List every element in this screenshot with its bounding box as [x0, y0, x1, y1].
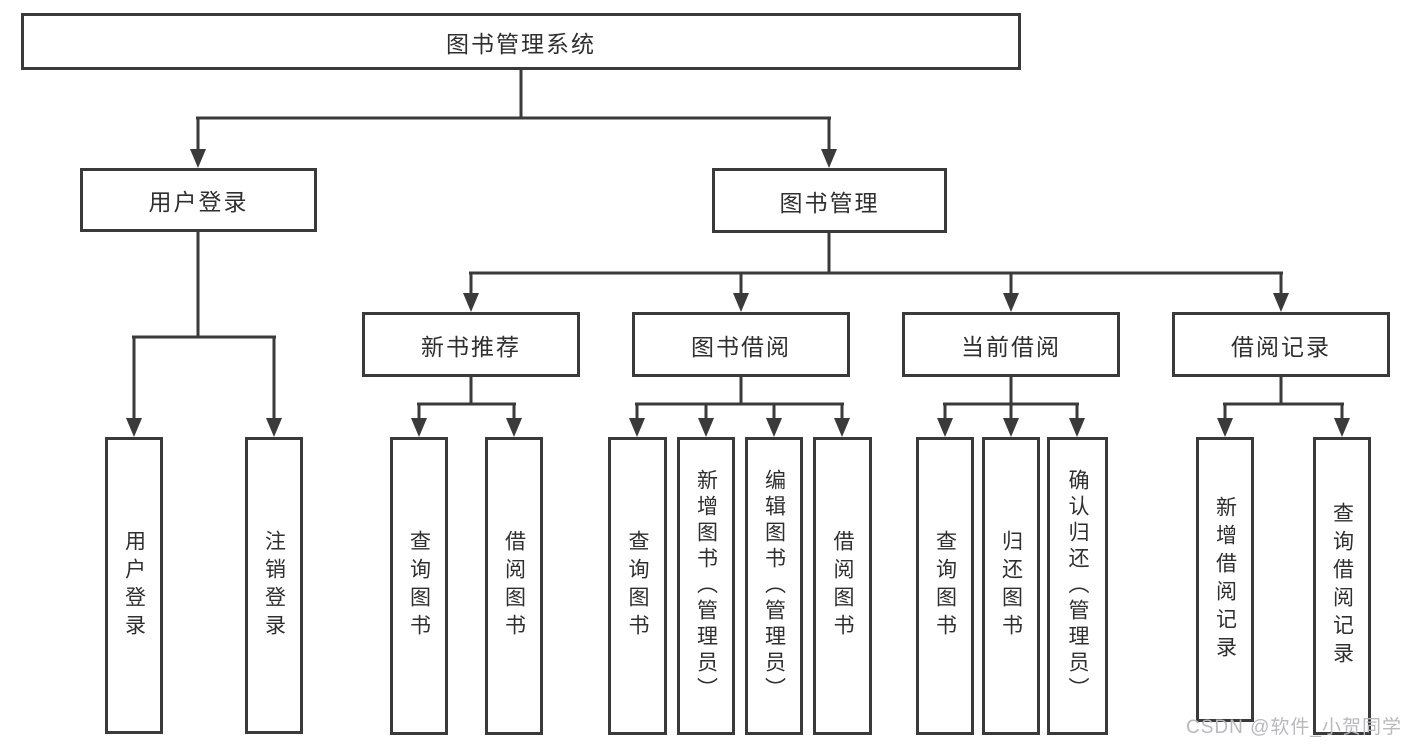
node-current-borrowing: 当前借阅 — [902, 312, 1120, 377]
leaf-query-books-borrowing: 查询图书 — [608, 437, 667, 735]
connector-bookmgmt-to-level3 — [463, 233, 1289, 312]
node-new-book-recommend: 新书推荐 — [362, 312, 580, 377]
connector-root-to-level2 — [190, 70, 837, 168]
csdn-watermark: CSDN @软件_小贺同学 — [1186, 717, 1402, 738]
connector-borrow-to-leaves — [629, 377, 850, 437]
leaf-logout: 注销登录 — [245, 437, 303, 734]
leaf-edit-books-admin: 编辑图书（管理员） — [745, 437, 803, 735]
node-book-management-module: 图书管理 — [712, 168, 947, 233]
node-root-system: 图书管理系统 — [21, 13, 1021, 70]
connector-records-to-leaves — [1217, 377, 1350, 437]
leaf-add-books-admin: 新增图书（管理员） — [677, 437, 735, 735]
leaf-borrow-books-recommend: 借阅图书 — [485, 437, 543, 735]
leaf-add-borrow-record: 新增借阅记录 — [1196, 437, 1254, 722]
leaf-query-borrow-record: 查询借阅记录 — [1313, 437, 1371, 735]
leaf-return-books: 归还图书 — [982, 437, 1040, 735]
node-borrowing-records: 借阅记录 — [1172, 312, 1390, 377]
leaf-confirm-return-admin: 确认归还（管理员） — [1047, 437, 1108, 735]
node-book-borrowing: 图书借阅 — [632, 312, 850, 377]
connector-newbooks-to-leaves — [411, 377, 522, 437]
leaf-query-books-current: 查询图书 — [916, 437, 974, 735]
node-user-login-module: 用户登录 — [80, 168, 317, 232]
connector-userlogin-to-leaves — [126, 232, 282, 437]
leaf-borrow-books: 借阅图书 — [813, 437, 872, 735]
connector-current-to-leaves — [937, 377, 1085, 437]
leaf-user-login: 用户登录 — [105, 437, 163, 734]
leaf-query-books-recommend: 查询图书 — [390, 437, 448, 735]
